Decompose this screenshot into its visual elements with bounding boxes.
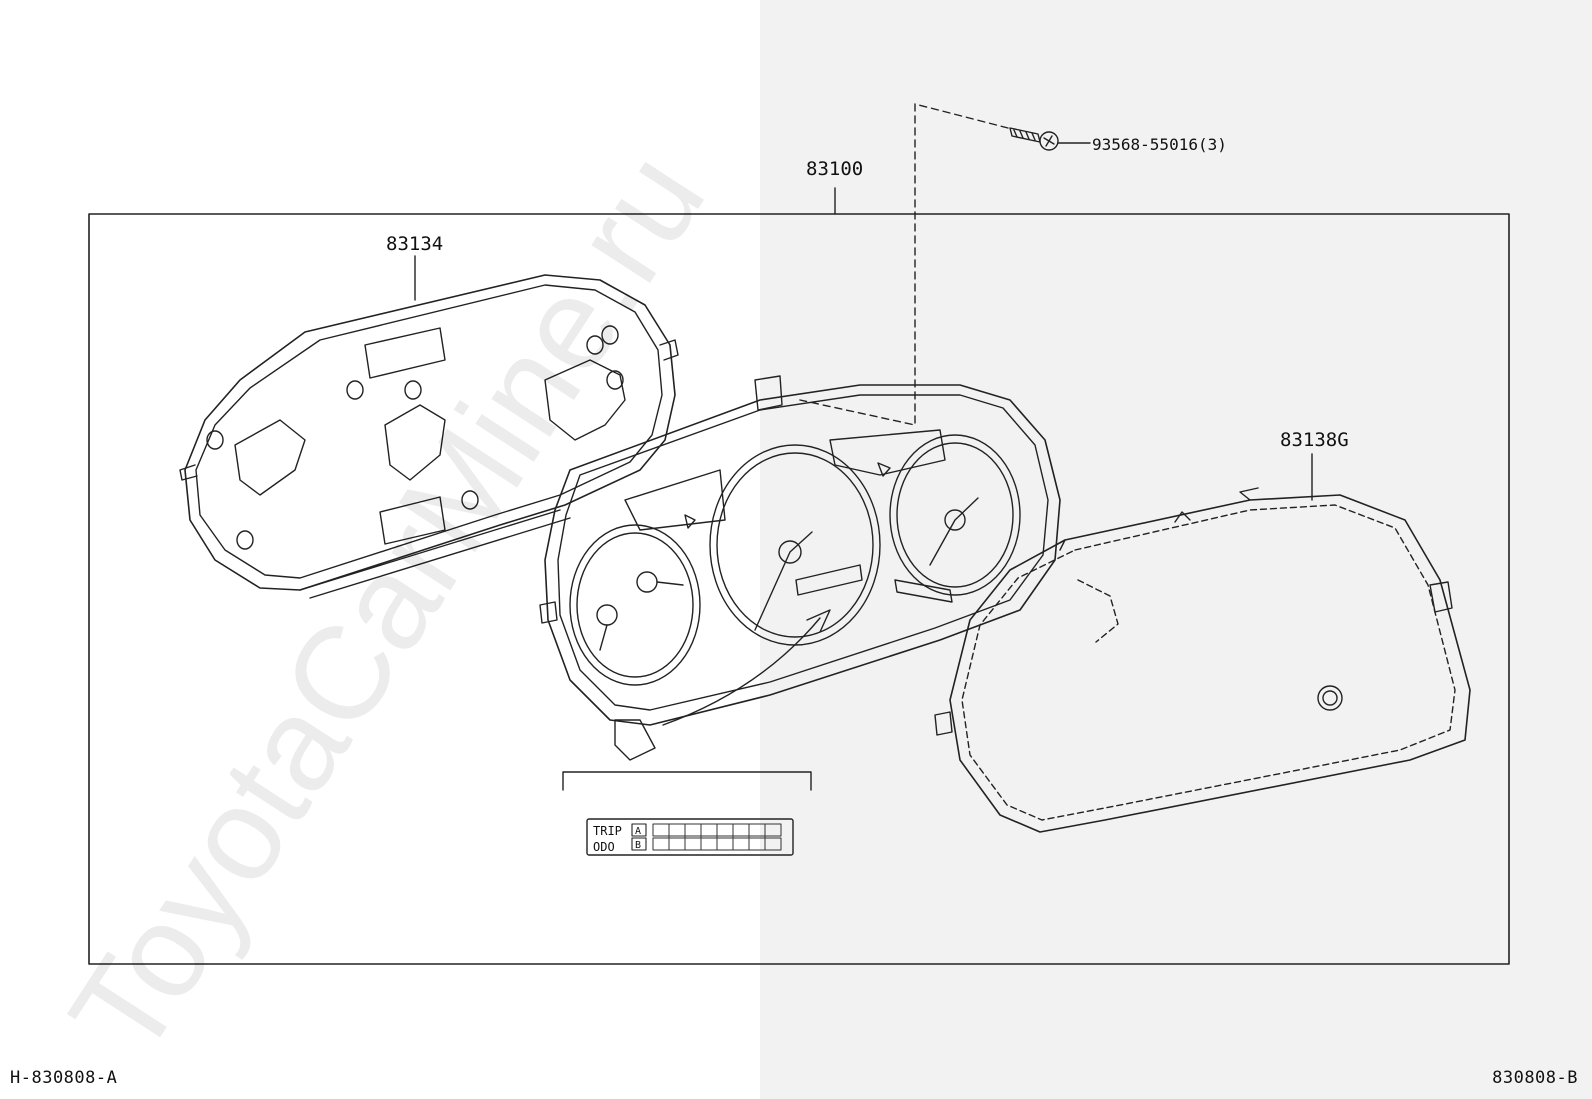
screw-part	[799, 103, 1091, 426]
label-screw: 93568-55016(3)	[1092, 135, 1227, 154]
label-assembly: 83100	[806, 158, 863, 180]
label-rear-case: 83134	[386, 233, 443, 255]
meter-unit-part	[539, 375, 1061, 761]
drawing-code-right: 830808-B	[1492, 1068, 1578, 1088]
front-glass-part: 83138G	[934, 429, 1471, 833]
label-trip: TRIP	[593, 824, 622, 838]
rear-case-part: 83134	[179, 233, 679, 599]
label-key-a: A	[635, 826, 641, 837]
label-front-glass: 83138G	[1280, 429, 1349, 451]
drawing-code-left: H-830808-A	[10, 1068, 118, 1088]
right-shaded-panel	[760, 0, 1592, 1099]
label-key-b: B	[635, 840, 641, 851]
assembly-frame	[88, 213, 1510, 965]
odometer-display-detail: TRIP ODO A B	[562, 771, 812, 856]
label-odo: ODO	[593, 840, 615, 854]
